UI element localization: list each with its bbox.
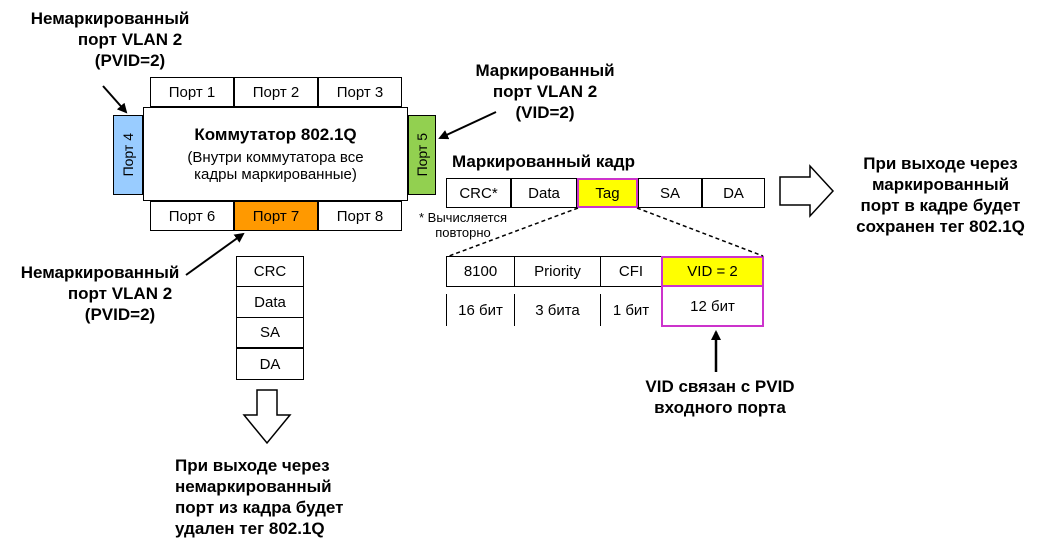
tag-field-cfi-label: CFI [618, 262, 644, 280]
untagged-bottom-line-3: (PVID=2) [84, 305, 156, 324]
tag-expand-right [636, 207, 764, 257]
tag-size-tpid-label: 16 бит [458, 301, 503, 319]
tagged-frame-da: DA [702, 178, 765, 208]
port-3: Порт 3 [318, 77, 402, 107]
tagged-frame-title: Маркированный кадр [452, 152, 635, 171]
tag-size-priority: 3 бита [515, 294, 601, 326]
exit-untagged-line-1: При выходе через [175, 456, 330, 475]
tagged-frame-data-label: Data [528, 184, 560, 202]
tagged-frame-tag: Tag [577, 178, 638, 208]
tag-size-vid-label: 12 бит [690, 297, 735, 315]
vid-note-line-2: входного порта [654, 398, 786, 417]
untagged-bottom-line-1: Немаркированный [20, 263, 180, 282]
tag-fields-mid-border [446, 286, 764, 287]
port-5: Порт 5 [408, 115, 436, 195]
port-2-label: Порт 2 [252, 83, 300, 101]
untagged-frame-sa: SA [236, 318, 304, 349]
untagged-top-line-1: Немаркированный [30, 9, 190, 28]
recalc-note-line-1: * Вычисляется [419, 210, 507, 225]
tagged-right-note: Маркированный порт VLAN 2 (VID=2) [450, 60, 640, 123]
untagged-frame-sa-label: SA [259, 324, 280, 341]
arrow-to-port7 [185, 232, 245, 276]
tag-field-tpid: 8100 [446, 256, 515, 286]
untagged-top-line-3: (PVID=2) [94, 51, 166, 70]
switch-subtitle-2: кадры маркированные) [194, 166, 357, 183]
tag-size-priority-label: 3 бита [535, 301, 580, 319]
untagged-frame-crc-label: CRC [253, 263, 287, 280]
exit-tagged-line-1: При выходе через [863, 154, 1018, 173]
tag-expand-left [448, 207, 579, 257]
port-8-label: Порт 8 [336, 207, 384, 225]
tag-size-tpid: 16 бит [446, 294, 515, 326]
tagged-frame-tag-label: Tag [595, 184, 620, 202]
tagged-frame-sa: SA [638, 178, 702, 208]
recalc-note: * Вычисляется повторно [408, 210, 518, 240]
port-8: Порт 8 [318, 201, 402, 231]
tagged-right-line-1: Маркированный [475, 61, 615, 80]
untagged-top-note: Немаркированный порт VLAN 2 (PVID=2) [10, 8, 210, 71]
tag-field-vid-label: VID = 2 [687, 263, 738, 280]
port-6: Порт 6 [150, 201, 234, 231]
tagged-frame-crc: CRC* [446, 178, 511, 208]
untagged-bottom-line-2: порт VLAN 2 [67, 284, 173, 303]
port-2: Порт 2 [234, 77, 318, 107]
tag-field-vid: VID = 2 [661, 256, 764, 287]
vid-note-line-1: VID связан с PVID [645, 377, 795, 396]
exit-untagged-line-2: немаркированный [175, 477, 332, 496]
switch-title: Коммутатор 802.1Q [194, 125, 357, 144]
tagged-frame-data: Data [511, 178, 577, 208]
vid-note: VID связан с PVID входного порта [620, 376, 820, 418]
exit-tagged-note: При выходе через маркированный порт в ка… [838, 153, 1043, 237]
tagged-right-line-2: порт VLAN 2 [492, 82, 598, 101]
port-6-label: Порт 6 [168, 207, 216, 225]
tagged-right-line-3: (VID=2) [515, 103, 575, 122]
exit-tagged-line-3: порт в кадре будет [860, 196, 1021, 215]
exit-untagged-line-4: удален тег 802.1Q [175, 519, 325, 538]
port-4: Порт 4 [113, 115, 143, 195]
tagged-frame-crc-label: CRC* [459, 184, 498, 202]
untagged-top-line-2: порт VLAN 2 [77, 30, 183, 49]
port-1: Порт 1 [150, 77, 234, 107]
untagged-frame-crc: CRC [236, 256, 304, 287]
tag-field-priority: Priority [515, 256, 601, 286]
untagged-frame-data: Data [236, 287, 304, 318]
tagged-frame-da-label: DA [723, 184, 744, 202]
untagged-frame-data-label: Data [254, 293, 286, 311]
port-7-label: Порт 7 [252, 207, 300, 225]
exit-untagged-line-3: порт из кадра будет [175, 498, 344, 517]
arrow-to-port4 [102, 85, 128, 114]
hollow-arrow-right [779, 164, 835, 218]
exit-tagged-line-4: сохранен тег 802.1Q [856, 217, 1025, 236]
tag-size-cfi-label: 1 бит [612, 301, 650, 319]
tag-field-priority-label: Priority [534, 262, 581, 280]
hollow-arrow-down [242, 389, 292, 445]
tag-field-tpid-label: 8100 [463, 262, 498, 280]
recalc-note-line-2: повторно [435, 225, 491, 240]
tagged-frame-sa-label: SA [659, 184, 680, 202]
tag-fields-top-border [446, 256, 764, 257]
exit-tagged-line-2: маркированный [871, 175, 1010, 194]
tag-size-vid: 12 бит [661, 287, 764, 327]
switch-body: Коммутатор 802.1Q (Внутри коммутатора вс… [143, 107, 408, 201]
exit-untagged-note: При выходе через немаркированный порт из… [175, 455, 375, 539]
port-1-label: Порт 1 [168, 83, 216, 101]
untagged-bottom-note: Немаркированный порт VLAN 2 (PVID=2) [0, 262, 200, 325]
arrow-to-port5 [438, 111, 497, 140]
untagged-frame-da: DA [236, 349, 304, 380]
port-7: Порт 7 [234, 201, 318, 231]
switch-subtitle-1: (Внутри коммутатора все [187, 149, 364, 166]
port-3-label: Порт 3 [336, 83, 384, 101]
untagged-frame-da-label: DA [259, 355, 281, 373]
